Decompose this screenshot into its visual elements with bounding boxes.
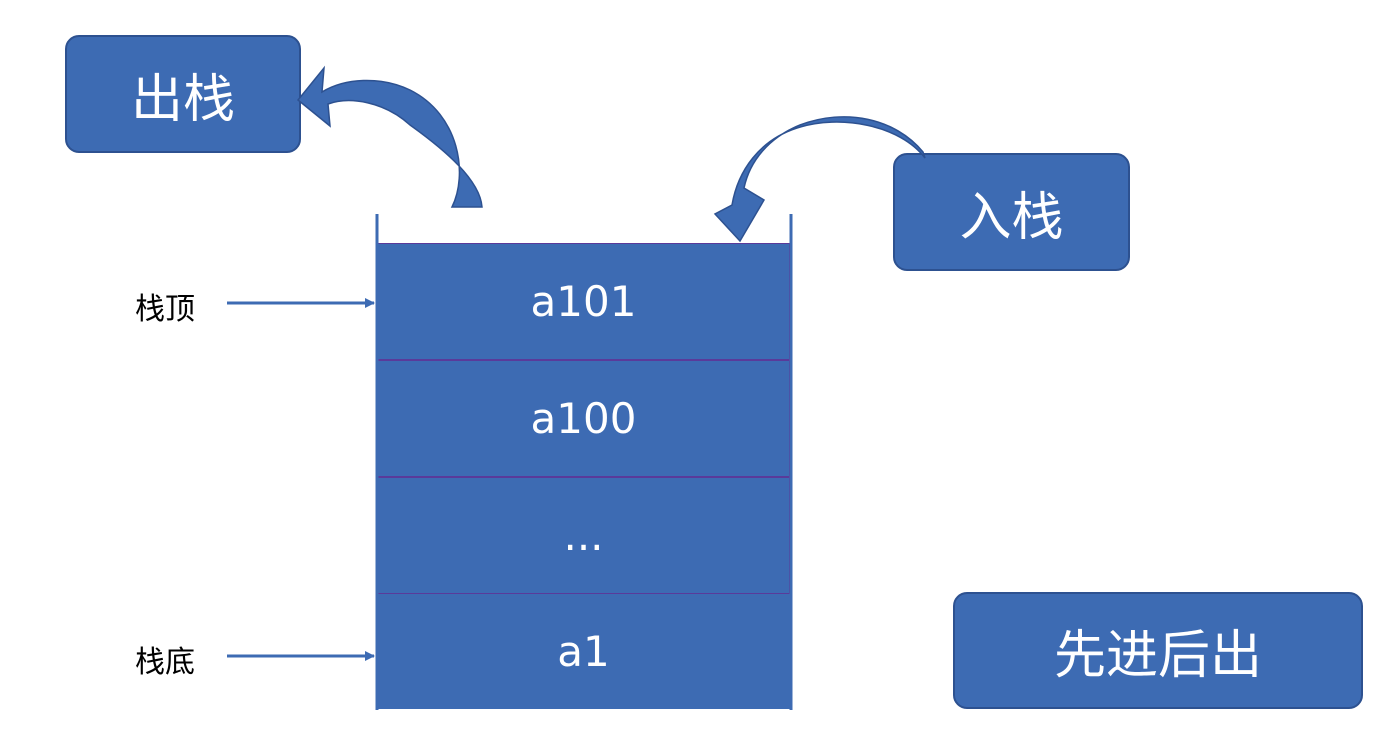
push-label: 入栈 [959,187,1064,248]
lifo-label: 先进后出 [1053,626,1262,686]
push-label-box: 入栈 [893,153,1130,271]
pop-label: 出栈 [130,69,235,130]
stack-cell-label: a101 [530,277,637,326]
stack-cell-top: a101 [377,243,790,360]
pop-curved-arrow-icon [296,65,483,208]
lifo-label-box: 先进后出 [953,592,1363,709]
pop-label-box: 出栈 [65,35,301,153]
stack-cell-label: a100 [530,394,637,443]
stack-bottom-label: 栈底 [135,645,195,680]
stack-top-label: 栈顶 [135,292,195,327]
stack-cell-bottom: a1 [377,594,790,709]
stack-cell-label: a1 [557,627,610,676]
stack-cell-label: ... [563,511,604,560]
stack-cell: ... [377,477,790,594]
stack-cell: a100 [377,360,790,477]
